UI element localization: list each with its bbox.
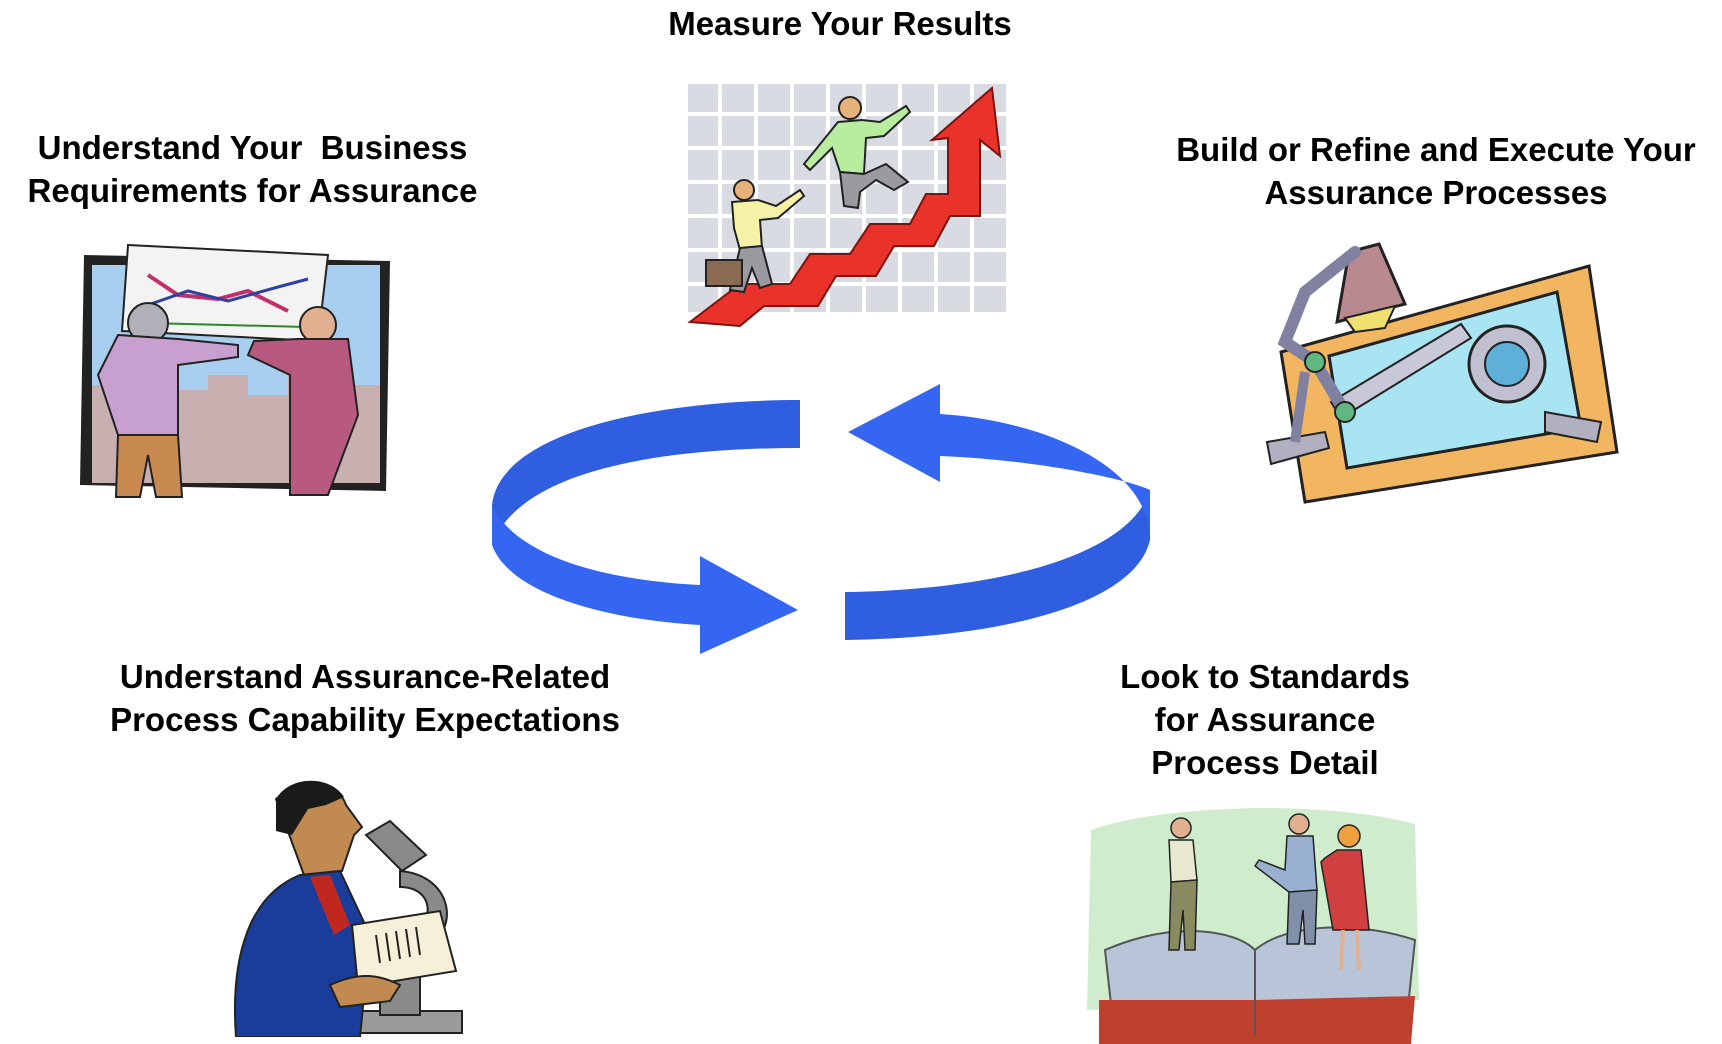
- growth-staircase-clipart: [680, 78, 1020, 328]
- step-understand-capability-line1: Understand Assurance-Related: [119, 658, 611, 695]
- step-understand-business-line1: Understand Your Business: [37, 129, 468, 166]
- cycle-arrow-upper-left: [492, 400, 800, 545]
- cycle-arrow-lower-left: [492, 505, 798, 654]
- step-standards-line1: Look to Standards: [1120, 658, 1410, 695]
- people-on-book-clipart: [1085, 800, 1425, 1044]
- drafting-table-clipart: [1245, 232, 1625, 517]
- microscope-scientist-clipart: [230, 775, 480, 1037]
- step-measure-line1: Measure Your Results: [668, 5, 1012, 42]
- step-understand-capability-line2: Process Capability Expectations: [110, 701, 620, 738]
- cycle-arrows: [480, 370, 1160, 670]
- cycle-arrow-lower-right: [845, 490, 1150, 640]
- step-standards-line2: for Assurance: [1154, 701, 1376, 738]
- step-build-line2: Assurance Processes: [1264, 174, 1608, 211]
- step-measure-label: Measure Your Results: [580, 2, 1100, 45]
- step-standards-line3: Process Detail: [1151, 744, 1379, 781]
- step-understand-business-line2: Requirements for Assurance: [27, 172, 478, 209]
- step-standards-label: Look to Standards for Assurance Process …: [1080, 655, 1450, 784]
- step-understand-capability-label: Understand Assurance-Related Process Cap…: [80, 655, 650, 741]
- step-build-line1: Build or Refine and Execute Your: [1176, 131, 1696, 168]
- step-understand-business-label: Understand Your Business Requirements fo…: [0, 126, 505, 212]
- chart-review-clipart: [78, 235, 398, 505]
- step-build-label: Build or Refine and Execute Your Assuran…: [1150, 128, 1722, 214]
- cycle-arrow-upper-right: [848, 384, 1150, 540]
